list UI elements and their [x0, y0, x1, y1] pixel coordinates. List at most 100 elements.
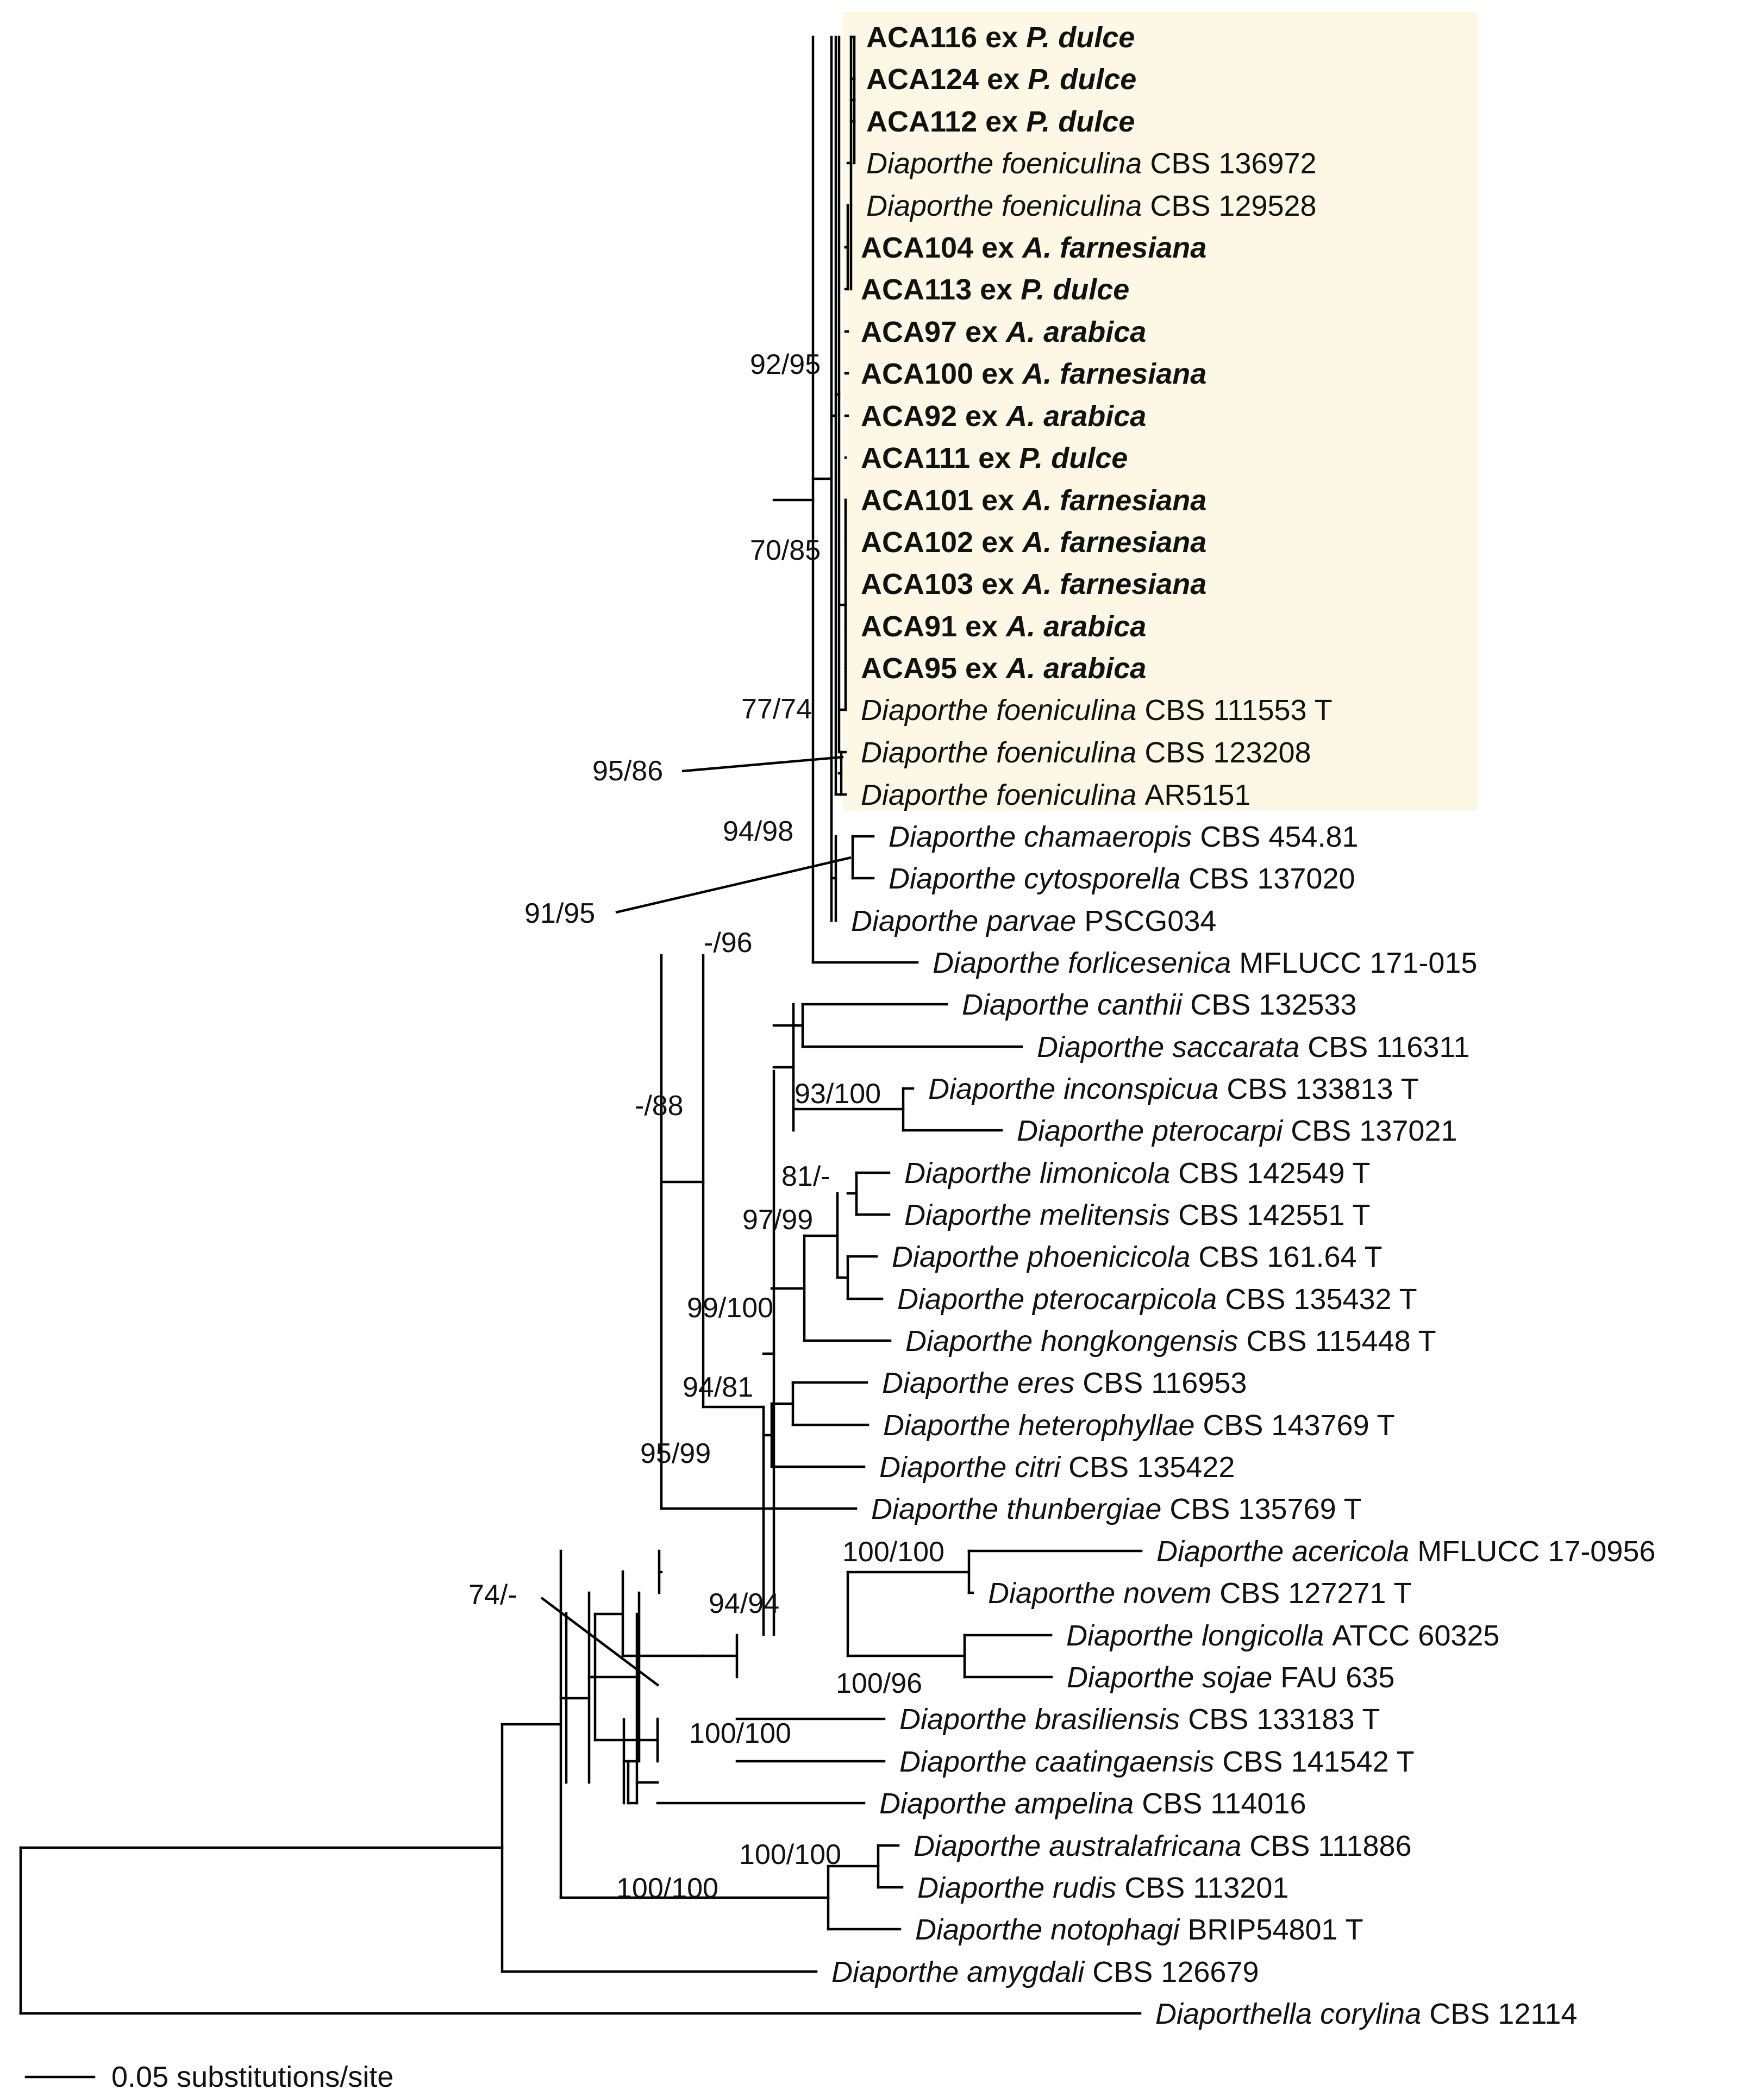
- support-value-6: 91/95: [524, 898, 595, 929]
- species-name: Diaporthe pterocarpicola: [897, 1283, 1225, 1316]
- strain-code: CBS 143769 T: [1203, 1409, 1394, 1442]
- strain-code: BRIP54801 T: [1187, 1913, 1363, 1946]
- support-value-12: 99/100: [687, 1292, 773, 1324]
- species-name: Diaporthella corylina: [1155, 1998, 1429, 2030]
- strain-code: CBS 142551 T: [1178, 1199, 1370, 1231]
- species-name: Diaporthe amygdali: [831, 1956, 1092, 1988]
- support-value-15: 100/100: [842, 1536, 944, 1568]
- strain-code: CBS 126679: [1092, 1956, 1259, 1988]
- species-name: Diaporthe phoenicicola: [892, 1241, 1198, 1273]
- strain-code: MFLUCC 171-015: [1239, 947, 1477, 979]
- support-value-10: 81/-: [781, 1161, 830, 1192]
- strain-code: ATCC 60325: [1332, 1619, 1499, 1652]
- taxon-label-t1: ACA116 ex P. dulce: [866, 21, 1135, 54]
- taxon-label-t27: Diaporthe pterocarpi CBS 137021: [1017, 1115, 1458, 1147]
- strain-code: CBS 116311: [1308, 1031, 1469, 1063]
- isolate-code: ACA97 ex: [861, 316, 1006, 348]
- species-name: Diaporthe foeniculina: [866, 190, 1150, 222]
- taxon-label-t7: ACA113 ex P. dulce: [861, 273, 1129, 306]
- taxon-label-t39: Diaporthe longicolla ATCC 60325: [1066, 1619, 1499, 1652]
- isolate-code: ACA103 ex: [861, 568, 1022, 600]
- species-name: Diaporthe citri: [879, 1451, 1068, 1484]
- species-name: Diaporthe rudis: [917, 1872, 1124, 1904]
- taxon-label-t8: ACA97 ex A. arabica: [861, 316, 1146, 348]
- taxon-label-t13: ACA102 ex A. farnesiana: [861, 526, 1206, 559]
- support-value-16: 94/94: [709, 1588, 779, 1619]
- isolate-code: ACA91 ex: [861, 610, 1006, 643]
- scale-bar-label: 0.05 substitutions/site: [111, 2061, 393, 2093]
- species-name: Diaporthe acericola: [1156, 1535, 1417, 1568]
- taxon-label-t25: Diaporthe saccarata CBS 116311: [1037, 1031, 1469, 1063]
- host-name: A. arabica: [1005, 316, 1146, 348]
- leader-95-86: [681, 755, 844, 773]
- taxon-label-t21: Diaporthe cytosporella CBS 137020: [889, 862, 1355, 895]
- strain-code: PSCG034: [1084, 905, 1216, 937]
- species-name: Diaporthe foeniculina: [866, 147, 1150, 180]
- species-name: Diaporthe longicolla: [1066, 1619, 1332, 1652]
- support-value-9: -/88: [635, 1090, 684, 1122]
- species-name: Diaporthe hongkongensis: [905, 1325, 1246, 1357]
- taxon-label-t12: ACA101 ex A. farnesiana: [861, 484, 1206, 517]
- taxon-label-t29: Diaporthe melitensis CBS 142551 T: [904, 1199, 1370, 1231]
- isolate-code: ACA111 ex: [861, 442, 1019, 474]
- host-name: A. farnesiana: [1021, 568, 1206, 600]
- species-name: Diaporthe thunbergiae: [871, 1493, 1169, 1525]
- species-name: Diaporthe canthii: [962, 988, 1190, 1021]
- species-name: Diaporthe caatingaensis: [899, 1745, 1222, 1778]
- taxon-label-t33: Diaporthe eres CBS 116953: [882, 1367, 1247, 1399]
- strain-code: CBS 129528: [1150, 190, 1316, 222]
- strain-code: CBS 137021: [1291, 1115, 1457, 1147]
- taxon-label-t20: Diaporthe chamaeropis CBS 454.81: [889, 821, 1359, 853]
- taxon-label-t38: Diaporthe novem CBS 127271 T: [988, 1577, 1411, 1610]
- species-name: Diaporthe novem: [988, 1577, 1219, 1610]
- taxon-label-t23: Diaporthe forlicesenica MFLUCC 171-015: [933, 947, 1477, 979]
- isolate-code: ACA100 ex: [861, 358, 1022, 390]
- strain-code: CBS 133183 T: [1188, 1703, 1380, 1736]
- support-value-3: 77/74: [741, 693, 812, 725]
- support-value-17: 100/96: [836, 1668, 922, 1699]
- support-value-5: 94/98: [723, 816, 793, 847]
- isolate-code: ACA101 ex: [861, 484, 1022, 517]
- species-name: Diaporthe australafricana: [914, 1830, 1249, 1862]
- species-name: Diaporthe heterophyllae: [883, 1409, 1203, 1442]
- species-name: Diaporthe chamaeropis: [889, 821, 1200, 853]
- taxon-label-t3: ACA112 ex P. dulce: [866, 105, 1135, 138]
- strain-code: CBS 116953: [1083, 1367, 1247, 1399]
- taxon-label-t16: ACA95 ex A. arabica: [861, 652, 1146, 685]
- support-value-21: 100/100: [616, 1873, 718, 1904]
- support-value-11: 97/99: [742, 1204, 813, 1236]
- host-name: P. dulce: [1028, 63, 1136, 96]
- strain-code: CBS 123208: [1144, 736, 1311, 769]
- taxon-label-t48: Diaporthella corylina CBS 12114: [1155, 1998, 1577, 2030]
- support-value-2: 70/85: [750, 535, 821, 566]
- strain-code: AR5151: [1144, 779, 1250, 811]
- species-name: Diaporthe foeniculina: [861, 694, 1144, 727]
- taxon-label-t11: ACA111 ex P. dulce: [861, 442, 1128, 474]
- support-value-7: -/96: [704, 927, 753, 959]
- host-name: A. farnesiana: [1021, 526, 1206, 559]
- species-name: Diaporthe forlicesenica: [933, 947, 1239, 979]
- taxon-label-t6: ACA104 ex A. farnesiana: [861, 232, 1206, 264]
- species-name: Diaporthe limonicola: [904, 1157, 1178, 1190]
- species-name: Diaporthe brasiliensis: [899, 1703, 1188, 1736]
- taxon-label-t5: Diaporthe foeniculina CBS 129528: [866, 190, 1317, 222]
- species-name: Diaporthe inconspicua: [928, 1073, 1227, 1105]
- strain-code: CBS 135422: [1068, 1451, 1235, 1484]
- taxon-label-t46: Diaporthe notophagi BRIP54801 T: [915, 1913, 1363, 1946]
- host-name: P. dulce: [1026, 105, 1135, 138]
- strain-code: CBS 136972: [1150, 147, 1316, 180]
- support-value-20: 100/100: [739, 1839, 841, 1870]
- isolate-code: ACA102 ex: [861, 526, 1022, 559]
- taxon-label-t35: Diaporthe citri CBS 135422: [879, 1451, 1235, 1484]
- taxon-label-t37: Diaporthe acericola MFLUCC 17-0956: [1156, 1535, 1655, 1568]
- taxon-label-t4: Diaporthe foeniculina CBS 136972: [866, 147, 1317, 180]
- isolate-code: ACA116 ex: [866, 21, 1026, 54]
- foeniculina-clade-highlight: [843, 12, 1478, 811]
- species-name: Diaporthe melitensis: [904, 1199, 1178, 1231]
- taxon-label-t47: Diaporthe amygdali CBS 126679: [831, 1956, 1259, 1988]
- species-name: Diaporthe ampelina: [879, 1787, 1142, 1820]
- strain-code: CBS 454.81: [1200, 821, 1358, 853]
- species-name: Diaporthe cytosporella: [889, 862, 1188, 895]
- isolate-code: ACA95 ex: [861, 652, 1006, 685]
